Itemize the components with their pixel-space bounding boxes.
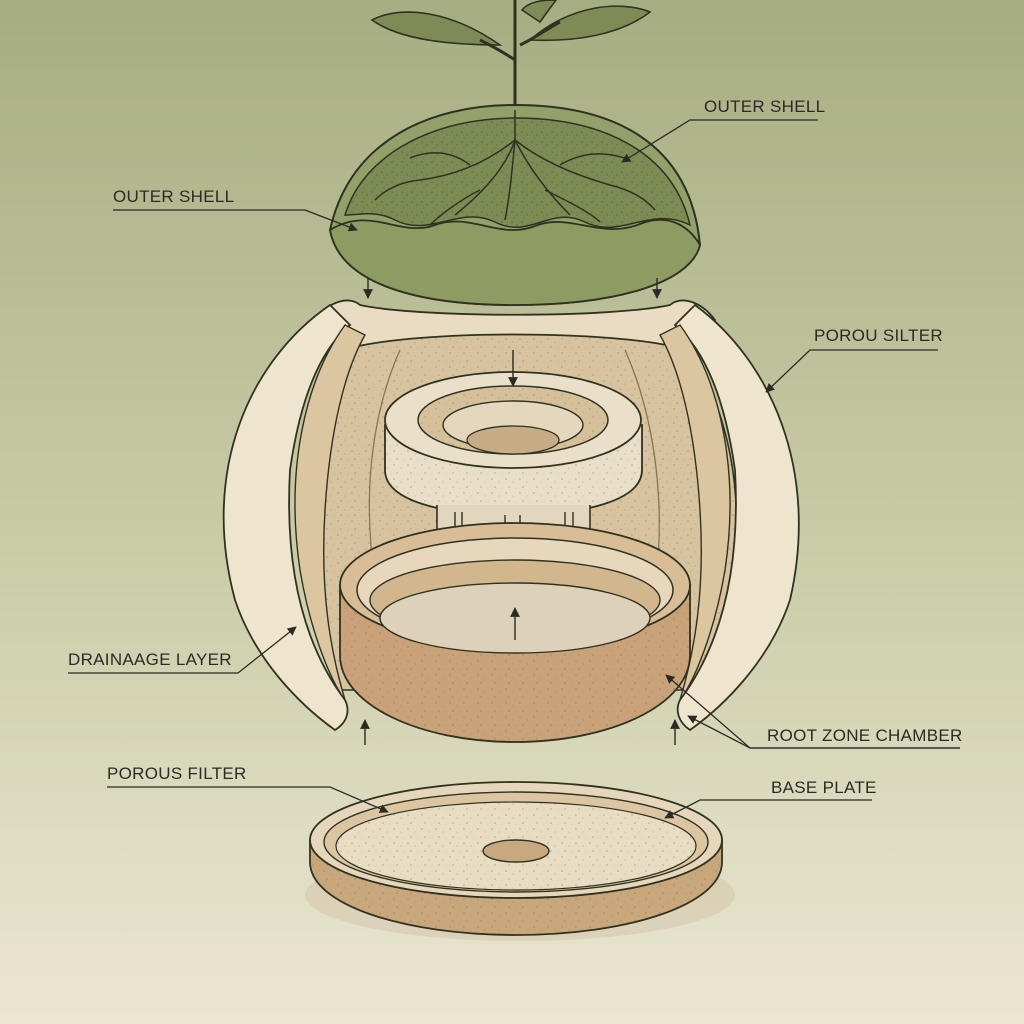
- label-outer-shell-top: OUTER SHELL: [704, 97, 826, 116]
- plant-roots: [374, 110, 656, 226]
- sphere-up-arrows: [360, 719, 680, 745]
- label-root-zone-chamber: ROOT ZONE CHAMBER: [767, 726, 963, 745]
- root-zone-chamber: [339, 522, 691, 743]
- base-plate: [305, 781, 735, 941]
- label-base-plate: BASE PLATE: [771, 778, 877, 797]
- dome-arrows: [363, 278, 662, 299]
- label-drainage-layer: DRAINAAGE LAYER: [68, 650, 232, 669]
- label-porous-filter: POROUS FILTER: [107, 764, 247, 783]
- outer-shell-dome: [328, 103, 702, 307]
- plant-leaves: [370, 0, 652, 46]
- plant-stem: [479, 0, 561, 110]
- leader-lines: [68, 119, 960, 819]
- label-porou-silter: POROU SILTER: [814, 326, 943, 345]
- label-outer-shell-left: OUTER SHELL: [113, 187, 235, 206]
